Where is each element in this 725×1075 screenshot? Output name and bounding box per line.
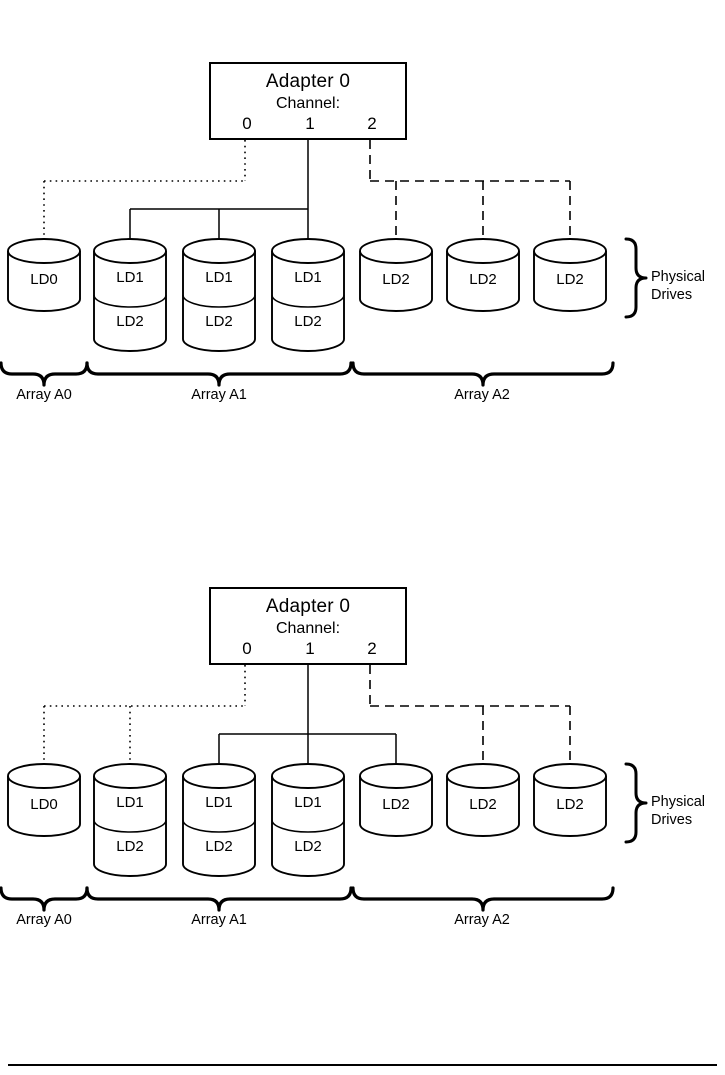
array-label-a0-bottom: Array A0 [16,912,72,928]
drive-2 [182,763,256,877]
drive-body [533,251,607,312]
drive-3 [271,763,345,877]
drive-top-ellipse [446,238,520,264]
drive-body [533,776,607,837]
physical-drives-line2: Drives [651,812,693,828]
drive-segment-divider [93,819,167,833]
drive-top-ellipse [271,238,345,264]
drive-segment-divider [93,294,167,308]
channel-label-0: 0 [242,639,252,658]
drive-5 [446,763,520,837]
adapter-subtitle: Channel: [275,620,341,637]
diagram-top-graphics [0,140,648,387]
physical-drives-line2: Drives [651,287,693,303]
array-brace-2 [351,361,615,387]
channel-label-2: 2 [367,639,377,658]
drive-body [182,776,256,877]
diagram-bottom: Adapter 0 Channel: 0 1 2 Physical Drives… [0,565,725,985]
drive-body [271,776,345,877]
physical-drives-line1: Physical [651,794,705,810]
drive-segment-divider [182,294,256,308]
drive-1 [93,238,167,352]
physical-drives-brace [624,237,648,319]
drive-6 [533,763,607,837]
adapter-channel-row: 0 1 2 [211,639,405,661]
array-label-a2-top: Array A2 [454,387,510,403]
array-label-a0-top: Array A0 [16,387,72,403]
drive-top-ellipse [7,238,81,264]
drive-top-ellipse [93,238,167,264]
drive-top-ellipse [446,763,520,789]
drive-4 [359,763,433,837]
drive-top-ellipse [182,238,256,264]
channel-label-2: 2 [367,114,377,133]
drive-body [446,251,520,312]
drive-body [93,776,167,877]
channel-label-0: 0 [242,114,252,133]
physical-drives-line1: Physical [651,269,705,285]
diagram-top: Adapter 0 Channel: 0 1 2 Physical Drives… [0,40,725,460]
adapter-box-bottom: Adapter 0 Channel: 0 1 2 [209,587,407,665]
drive-body [359,776,433,837]
channel-label-1: 1 [305,639,315,658]
adapter-channel-row: 0 1 2 [211,114,405,136]
drive-top-ellipse [533,763,607,789]
drive-5 [446,238,520,312]
drive-top-ellipse [533,238,607,264]
physical-drives-brace [624,762,648,844]
array-brace-0 [0,361,89,387]
drive-top-ellipse [182,763,256,789]
drive-top-ellipse [7,763,81,789]
physical-drives-label-top: Physical Drives [651,268,705,304]
drive-6 [533,238,607,312]
drive-body [182,251,256,352]
physical-drives-label-bottom: Physical Drives [651,793,705,829]
adapter-subtitle: Channel: [275,95,341,112]
channel-label-1: 1 [305,114,315,133]
drive-0 [7,763,81,837]
drive-0 [7,238,81,312]
drive-top-ellipse [359,763,433,789]
array-brace-2 [351,886,615,912]
adapter-box-top: Adapter 0 Channel: 0 1 2 [209,62,407,140]
drive-segment-divider [182,819,256,833]
drive-body [7,251,81,312]
array-brace-1 [85,886,353,912]
drive-1 [93,763,167,877]
drive-2 [182,238,256,352]
drive-body [446,776,520,837]
drive-4 [359,238,433,312]
array-label-a2-bottom: Array A2 [454,912,510,928]
drive-segment-divider [271,294,345,308]
diagram-bottom-graphics [0,665,648,912]
drive-body [271,251,345,352]
drive-body [359,251,433,312]
footer-rule [8,1064,717,1066]
array-brace-1 [85,361,353,387]
array-label-a1-top: Array A1 [191,387,247,403]
adapter-title: Adapter 0 [265,71,351,92]
drive-segment-divider [271,819,345,833]
drive-3 [271,238,345,352]
drive-top-ellipse [359,238,433,264]
drive-body [7,776,81,837]
drive-body [93,251,167,352]
adapter-title: Adapter 0 [265,596,351,617]
array-brace-0 [0,886,89,912]
drive-top-ellipse [271,763,345,789]
drive-top-ellipse [93,763,167,789]
array-label-a1-bottom: Array A1 [191,912,247,928]
